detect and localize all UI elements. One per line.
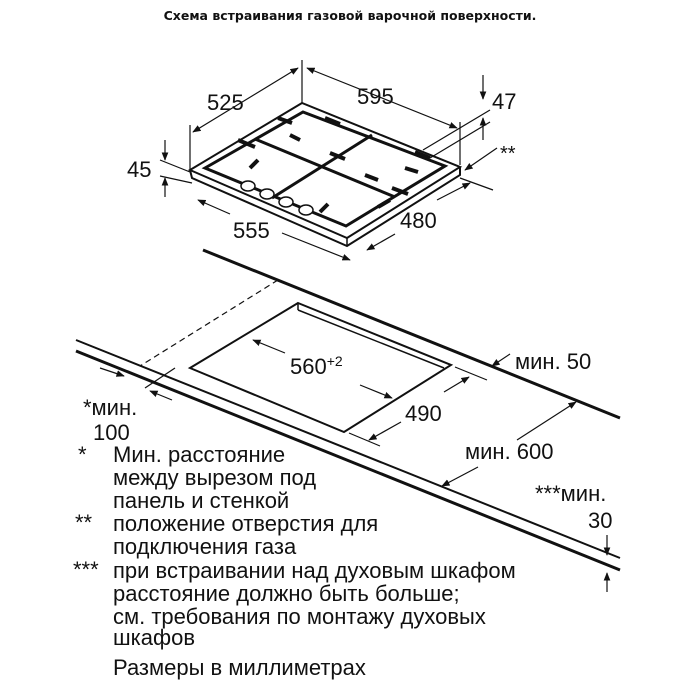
note-mark: * [78, 442, 87, 467]
units-note: Размеры в миллиметрах [113, 655, 366, 680]
note-line: между вырезом под [113, 465, 316, 490]
note-mark: *** [73, 557, 99, 582]
gas-connection-mark: ** [500, 143, 516, 165]
hob-thickness-label: 45 [127, 157, 151, 182]
hob-front-width-label: 555 [233, 218, 270, 243]
note-line: панель и стенкой [113, 488, 289, 513]
note-line: расстояние должно быть больше; [113, 581, 460, 606]
note-line: при встраивании над духовым шкафом [113, 558, 516, 583]
note-line: шкафов [113, 625, 195, 650]
note-mark: ** [75, 510, 93, 535]
footnotes: * Мин. расстояние между вырезом под пане… [73, 442, 516, 680]
min-side-distance-value: 100 [93, 420, 130, 445]
min-worktop-depth-label: мин. 600 [465, 439, 554, 464]
control-knobs [240, 180, 314, 216]
min-below-distance-value: 30 [588, 508, 612, 533]
cutout-width-label: 560+2 [290, 353, 343, 379]
hob-height-label: 47 [492, 89, 516, 114]
hob-width-label: 595 [357, 84, 394, 109]
min-side-distance-label: *мин. [83, 395, 137, 420]
note-line: подключения газа [113, 534, 297, 559]
hob-depth-label: 525 [207, 90, 244, 115]
min-back-distance-label: мин. 50 [515, 349, 591, 374]
cutout-width-tolerance: +2 [327, 353, 343, 369]
worktop-cutout-drawing: 560+2 490 мин. 50 *мин. 100 мин. 600 ***… [75, 248, 621, 592]
note-line: см. требования по монтажу духовых [113, 604, 486, 629]
gas-hob-drawing: 525 595 47 45 ** 555 480 [127, 60, 516, 261]
diagram-title: Схема встраивания газовой варочной повер… [164, 8, 537, 23]
note-line: Мин. расстояние [113, 442, 285, 467]
hob-side-depth-label: 480 [400, 208, 437, 233]
cutout-depth-label: 490 [405, 401, 442, 426]
note-line: положение отверстия для [113, 511, 378, 536]
min-below-distance-label: ***мин. [535, 481, 606, 506]
